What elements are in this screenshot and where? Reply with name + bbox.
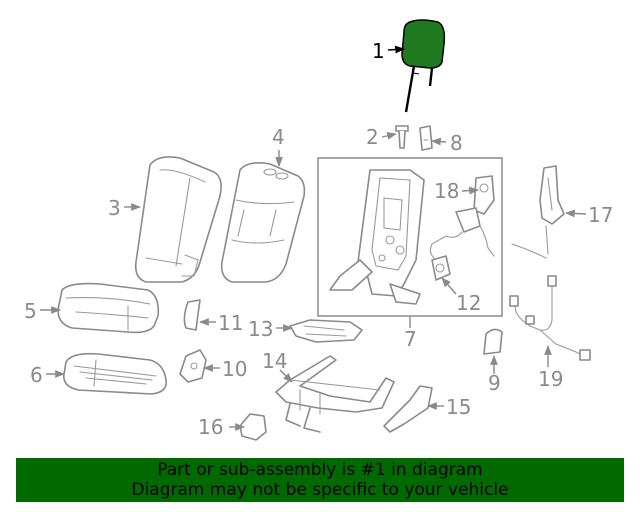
callout-15: 15 <box>446 395 471 419</box>
recliner-part[interactable] <box>429 175 495 259</box>
seatback-cushion-part[interactable] <box>134 156 222 283</box>
callout-12: 12 <box>456 291 481 315</box>
callout-17: 17 <box>588 203 613 227</box>
seatback-trim-part[interactable] <box>220 162 306 283</box>
callout-2: 2 <box>366 125 379 149</box>
clip-part[interactable] <box>419 125 433 151</box>
banner-line-1: Part or sub-assembly is #1 in diagram <box>157 460 483 480</box>
headrest-part[interactable] <box>401 19 446 113</box>
cushion-frame-part[interactable] <box>289 319 363 343</box>
callout-7: 7 <box>404 327 417 351</box>
callout-9: 9 <box>488 371 501 395</box>
lower-bracket-part[interactable] <box>179 349 207 383</box>
seatback-frame-group <box>317 157 503 328</box>
callout-6: 6 <box>30 363 43 387</box>
guide-pin-part[interactable] <box>395 125 409 149</box>
callout-3: 3 <box>108 196 121 220</box>
callout-13: 13 <box>248 317 273 341</box>
cover-cap-part[interactable] <box>483 328 503 355</box>
side-trim-part[interactable] <box>383 385 433 433</box>
callout-18: 18 <box>434 179 459 203</box>
seatback-frame-part[interactable] <box>329 169 425 305</box>
seat-base-frame-part[interactable] <box>275 355 395 433</box>
callout-14: 14 <box>262 349 287 373</box>
foot-cover-part[interactable] <box>239 413 267 441</box>
callout-4: 4 <box>272 125 285 149</box>
callout-10: 10 <box>222 357 247 381</box>
side-bracket-part[interactable] <box>183 299 201 331</box>
callout-8: 8 <box>450 131 463 155</box>
callout-11: 11 <box>218 311 243 335</box>
callout-5: 5 <box>24 299 37 323</box>
info-banner: Part or sub-assembly is #1 in diagram Di… <box>16 458 624 502</box>
latch-bracket-part[interactable] <box>511 165 565 259</box>
parts-diagram: 1 2 3 4 5 6 7 8 9 10 11 12 13 14 15 16 1… <box>24 19 613 441</box>
callout-1: 1 <box>372 39 385 63</box>
banner-line-2: Diagram may not be specific to your vehi… <box>131 480 509 500</box>
actuator-part[interactable] <box>431 255 451 281</box>
seat-cushion-pad-part[interactable] <box>62 352 168 395</box>
callout-19: 19 <box>538 367 563 391</box>
seat-cushion-cover-part[interactable] <box>57 282 160 334</box>
wiring-harness-part[interactable] <box>509 275 591 361</box>
callout-16: 16 <box>198 415 223 439</box>
